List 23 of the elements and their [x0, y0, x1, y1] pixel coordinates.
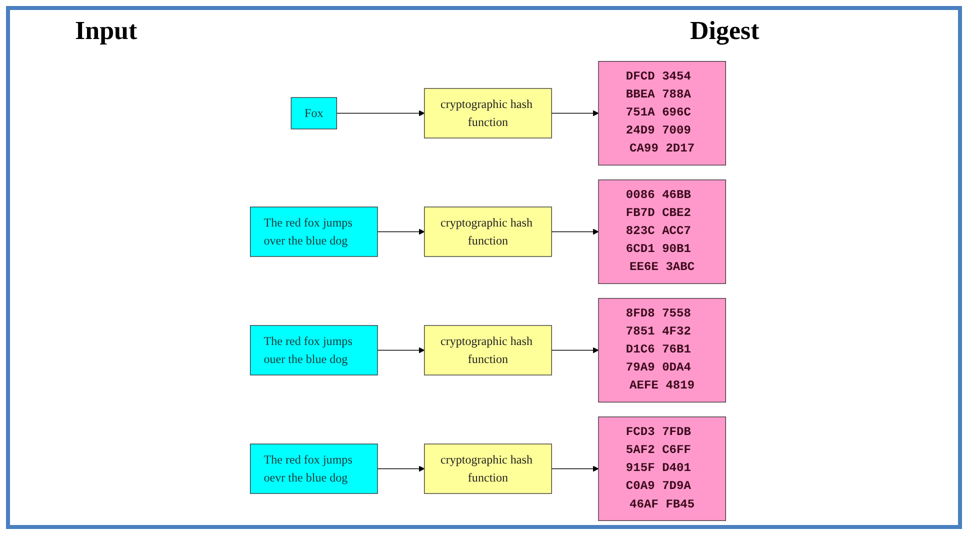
node-box — [424, 444, 552, 494]
node-box — [598, 416, 726, 521]
arrow — [377, 466, 425, 472]
node-box — [424, 206, 552, 257]
arrow — [377, 228, 425, 235]
frame-border: Input Digest Fox cryptographic hash function DFCD 3454 BBEA 788A 751A 696C 24D9 7009 CA99 2D17 The red fox jumps over the blue dog cryptographic hash function 0086 46BB FB7D CBE2 823C ACC7 6CD1 90B1 EE6E 3ABC The red fox jumps ouer the blue dog cryptographic hash function 8FD8 7558 7851 4F32 D1C6 76B1 79A9 0DA4 AEFE 4819 The red fox jumps oevr the blue dog cryptographic hash function FCD3 7FDB 5AF2 C6FF 915F D401 C0A9 7D9A 46AF FB45 — [6, 6, 962, 529]
column-heading: Input — [75, 16, 138, 46]
node-box — [290, 97, 338, 130]
node-box — [598, 298, 726, 402]
node-box — [424, 325, 552, 376]
node-box — [598, 61, 726, 166]
arrow — [551, 347, 599, 354]
node-box — [250, 206, 378, 257]
arrow — [551, 228, 599, 235]
node-box — [424, 88, 552, 138]
arrow — [551, 110, 599, 116]
node-box — [250, 444, 378, 494]
node-box — [250, 325, 378, 376]
arrow — [377, 347, 425, 354]
arrow — [551, 466, 599, 472]
node-box — [598, 180, 726, 284]
arrow — [336, 110, 425, 116]
column-heading: Digest — [690, 16, 760, 46]
